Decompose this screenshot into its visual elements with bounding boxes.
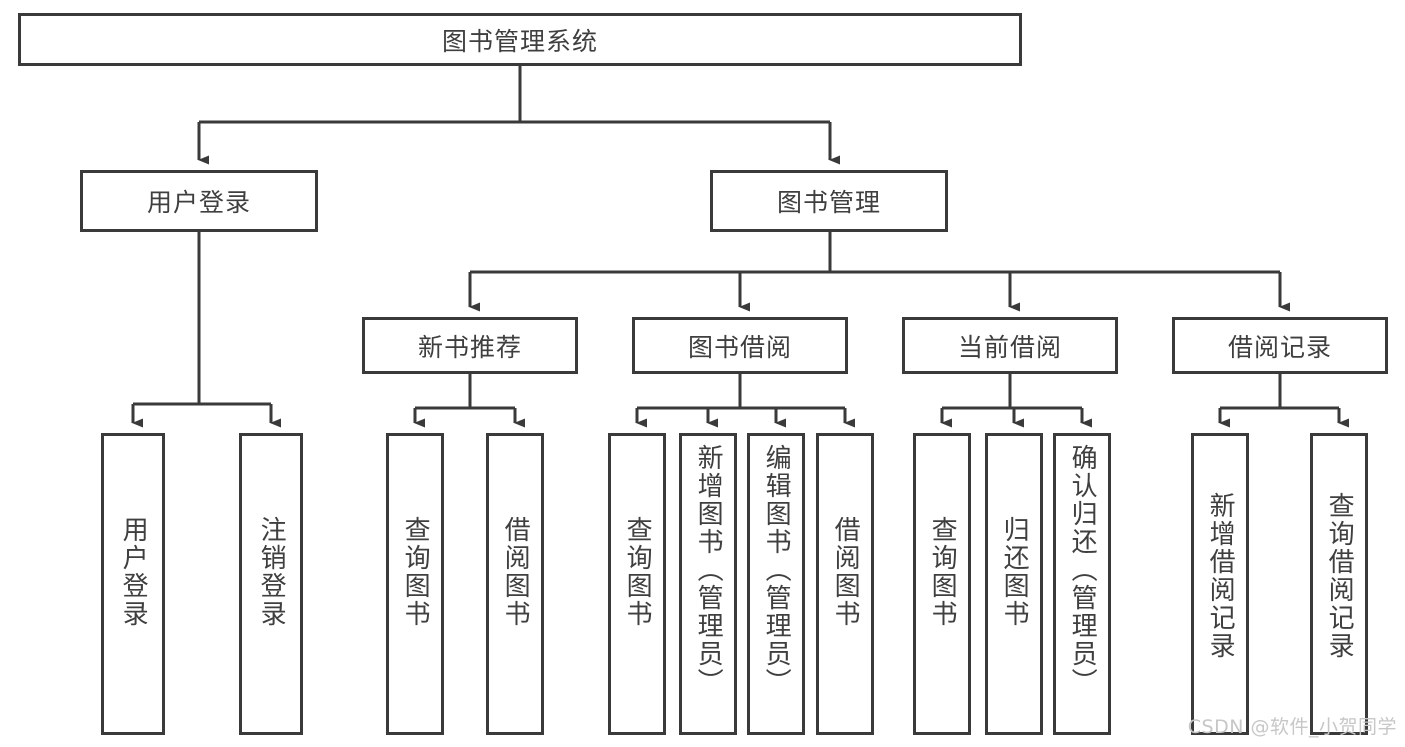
leaf-borrow-book[interactable]: 借阅图书 bbox=[816, 433, 874, 735]
node-current-borrow-label: 当前借阅 bbox=[957, 332, 1062, 362]
leaf-borrow-book-recommend[interactable]: 借阅图书 bbox=[486, 433, 544, 735]
node-user-login[interactable]: 用户登录 bbox=[80, 170, 318, 232]
leaf-add-borrow-record-label: 新增借阅记录 bbox=[1205, 492, 1236, 660]
leaf-user-login-label: 用户登录 bbox=[118, 516, 149, 628]
leaf-confirm-return-admin-label: 确认归还（管理员） bbox=[1067, 444, 1098, 696]
node-new-book-recommend-label: 新书推荐 bbox=[417, 332, 522, 362]
leaf-borrow-book-recommend-label: 借阅图书 bbox=[500, 516, 531, 628]
leaf-edit-book-admin[interactable]: 编辑图书（管理员） bbox=[747, 433, 805, 735]
node-new-book-recommend[interactable]: 新书推荐 bbox=[362, 317, 578, 374]
leaf-edit-book-admin-label: 编辑图书（管理员） bbox=[761, 444, 792, 696]
leaf-add-borrow-record[interactable]: 新增借阅记录 bbox=[1191, 433, 1249, 735]
leaf-query-borrow-record-label: 查询借阅记录 bbox=[1324, 492, 1355, 660]
node-borrow-record[interactable]: 借阅记录 bbox=[1172, 317, 1388, 374]
leaf-return-book-label: 归还图书 bbox=[999, 516, 1030, 628]
leaf-confirm-return-admin[interactable]: 确认归还（管理员） bbox=[1053, 433, 1111, 735]
node-root[interactable]: 图书管理系统 bbox=[18, 13, 1022, 66]
leaf-logout-label: 注销登录 bbox=[256, 516, 287, 628]
node-borrow-record-label: 借阅记录 bbox=[1227, 332, 1332, 362]
leaf-query-book-recommend-label: 查询图书 bbox=[400, 516, 431, 628]
node-user-login-label: 用户登录 bbox=[146, 188, 251, 217]
node-book-management-label: 图书管理 bbox=[776, 188, 881, 217]
watermark: CSDN @软件_小贺同学 bbox=[1187, 716, 1397, 738]
leaf-query-book-current[interactable]: 查询图书 bbox=[913, 433, 971, 735]
leaf-return-book[interactable]: 归还图书 bbox=[985, 433, 1043, 735]
node-book-management[interactable]: 图书管理 bbox=[710, 170, 948, 232]
leaf-query-book-borrow-label: 查询图书 bbox=[622, 516, 653, 628]
leaf-add-book-admin-label: 新增图书（管理员） bbox=[693, 444, 724, 696]
leaf-query-book-recommend[interactable]: 查询图书 bbox=[386, 433, 444, 735]
node-root-label: 图书管理系统 bbox=[441, 26, 598, 56]
node-current-borrow[interactable]: 当前借阅 bbox=[902, 317, 1118, 374]
leaf-logout[interactable]: 注销登录 bbox=[239, 433, 303, 735]
leaf-query-borrow-record[interactable]: 查询借阅记录 bbox=[1310, 433, 1368, 735]
leaf-query-book-borrow[interactable]: 查询图书 bbox=[608, 433, 666, 735]
leaf-add-book-admin[interactable]: 新增图书（管理员） bbox=[679, 433, 737, 735]
leaf-user-login[interactable]: 用户登录 bbox=[101, 433, 165, 735]
node-book-borrow-label: 图书借阅 bbox=[687, 332, 792, 362]
node-book-borrow[interactable]: 图书借阅 bbox=[632, 317, 848, 374]
leaf-query-book-current-label: 查询图书 bbox=[927, 516, 958, 628]
leaf-borrow-book-label: 借阅图书 bbox=[830, 516, 861, 628]
